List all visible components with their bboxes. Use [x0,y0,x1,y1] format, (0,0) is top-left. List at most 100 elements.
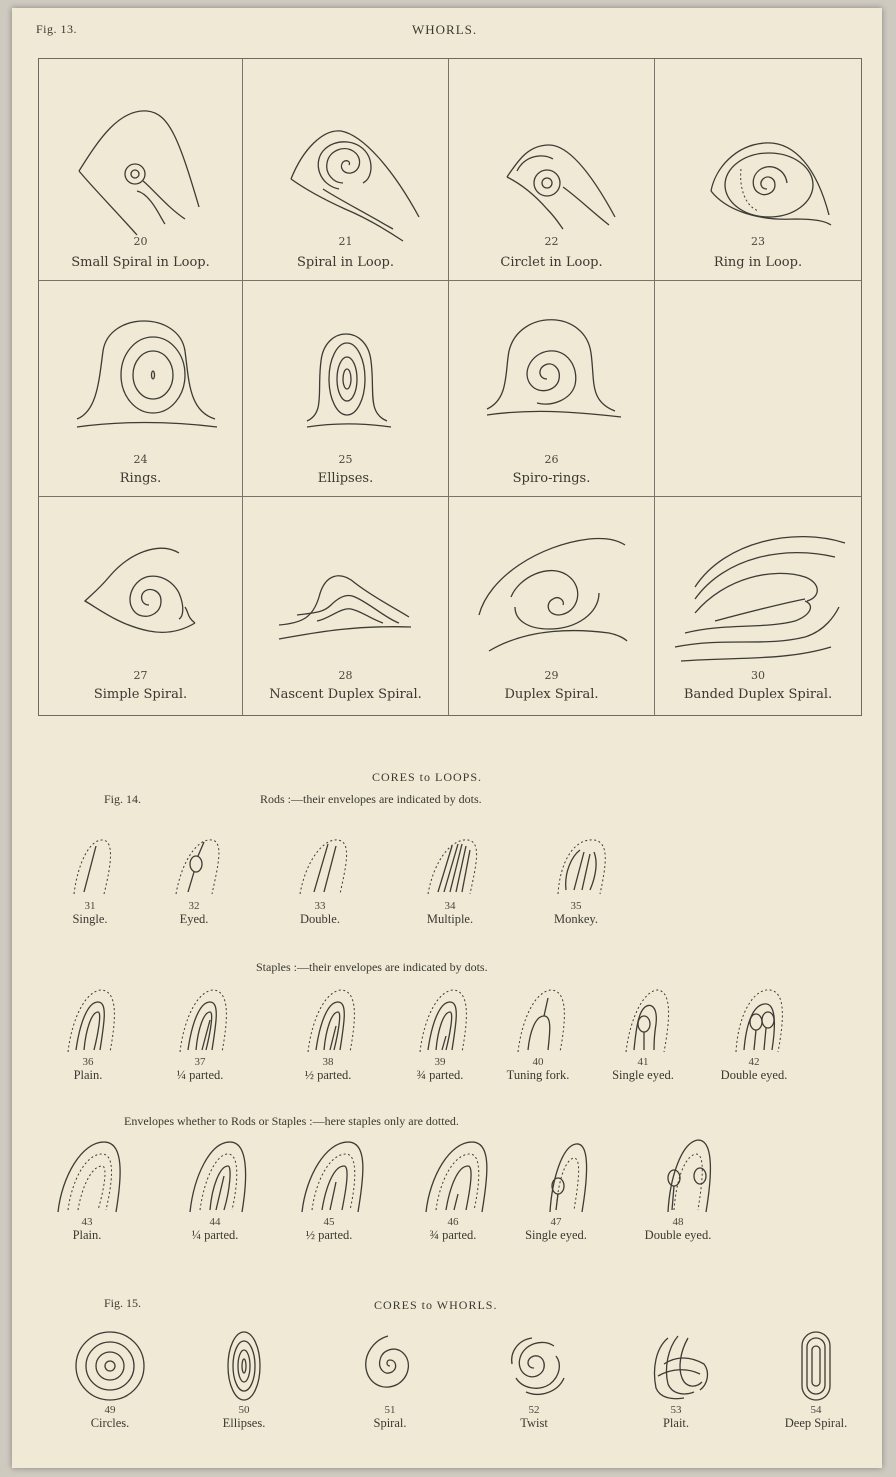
whorl-caption: Ring in Loop. [655,255,861,270]
rod-number: 32 [154,900,234,912]
whorl-core-item-54: 54 Deep Spiral. [768,1328,864,1431]
envelope-single-eyed-drawing [506,1136,606,1216]
duplex-spiral-drawing [449,497,655,715]
whorl-cell-28: 28 Nascent Duplex Spiral. [243,497,449,715]
whorl-cell-26: 26 Spiro-rings. [449,281,655,497]
staple-caption: Double eyed. [702,1068,806,1083]
rod-item-33: 33 Double. [280,832,360,927]
whorl-number: 27 [39,669,242,682]
whorl-cell-27: 27 Simple Spiral. [39,497,243,715]
staple-caption: Single eyed. [598,1068,688,1083]
whorl-number: 29 [449,669,654,682]
envelope-caption: ¼ parted. [170,1228,260,1243]
rod-multiple-drawing [408,832,492,900]
rod-double-drawing [280,832,360,900]
whorl-number: 30 [655,669,861,682]
staples-note: Staples :—their envelopes are indicated … [256,960,488,975]
whorl-number: 22 [449,235,654,248]
whorl-core-caption: Twist [486,1416,582,1431]
envelope-half-parted-drawing [284,1136,374,1216]
plait-drawing [628,1328,724,1404]
staple-number: 42 [702,1056,806,1068]
rod-number: 35 [534,900,618,912]
whorl-core-number: 49 [62,1404,158,1416]
whorl-cell-29: 29 Duplex Spiral. [449,497,655,715]
staple-caption: ½ parted. [286,1068,370,1083]
rod-item-35: 35 Monkey. [534,832,618,927]
envelope-quarter-parted-drawing [170,1136,260,1216]
whorl-core-number: 52 [486,1404,582,1416]
cores-to-whorls-title: CORES to WHORLS. [374,1298,497,1313]
twist-drawing [486,1328,582,1404]
whorl-cell-23: 23 Ring in Loop. [655,59,861,281]
staple-number: 41 [598,1056,688,1068]
rod-item-31: 31 Single. [50,832,130,927]
envelope-three-quarter-parted-drawing [408,1136,498,1216]
spiral-core-drawing [342,1328,438,1404]
circles-drawing [62,1328,158,1404]
staple-number: 37 [158,1056,242,1068]
rod-caption: Single. [50,912,130,927]
whorl-number: 21 [243,235,448,248]
staple-three-quarter-parted-drawing [398,984,482,1056]
rod-caption: Eyed. [154,912,234,927]
whorl-caption: Small Spiral in Loop. [39,255,242,270]
whorl-caption: Spiral in Loop. [243,255,448,270]
envelope-caption: Double eyed. [628,1228,728,1243]
whorl-core-item-53: 53 Plait. [628,1328,724,1431]
whorl-cell-25: 25 Ellipses. [243,281,449,497]
envelope-caption: ½ parted. [284,1228,374,1243]
envelope-item-45: 45 ½ parted. [284,1136,374,1243]
whorl-cell-20: 20 Small Spiral in Loop. [39,59,243,281]
staple-item-41: 41 Single eyed. [598,984,688,1083]
whorl-core-item-51: 51 Spiral. [342,1328,438,1431]
nascent-duplex-spiral-drawing [243,497,449,715]
whorl-core-number: 54 [768,1404,864,1416]
staple-item-42: 42 Double eyed. [702,984,806,1083]
envelope-number: 46 [408,1216,498,1228]
whorl-number: 24 [39,453,242,466]
staple-caption: Tuning fork. [488,1068,588,1083]
simple-spiral-drawing [39,497,243,715]
rod-number: 34 [408,900,492,912]
whorl-core-item-50: 50 Ellipses. [196,1328,292,1431]
staple-quarter-parted-drawing [158,984,242,1056]
staple-item-37: 37 ¼ parted. [158,984,242,1083]
envelope-number: 44 [170,1216,260,1228]
whorl-core-caption: Plait. [628,1416,724,1431]
fig15-number: Fig. 15. [104,1296,141,1311]
whorl-core-number: 50 [196,1404,292,1416]
envelope-caption: Single eyed. [506,1228,606,1243]
envelope-item-47: 47 Single eyed. [506,1136,606,1243]
rods-note: Rods :—their envelopes are indicated by … [260,792,482,807]
whorl-caption: Ellipses. [243,471,448,486]
whorl-cell-empty [655,281,861,497]
envelope-caption: Plain. [42,1228,132,1243]
staple-caption: ¼ parted. [158,1068,242,1083]
envelope-number: 45 [284,1216,374,1228]
staple-number: 40 [488,1056,588,1068]
staple-caption: ¾ parted. [398,1068,482,1083]
whorl-core-number: 53 [628,1404,724,1416]
whorl-number: 23 [655,235,861,248]
plate-page: Fig. 13. WHORLS. 20 Small Spiral in Loop… [12,8,882,1468]
whorl-caption: Simple Spiral. [39,687,242,702]
envelope-item-43: 43 Plain. [42,1136,132,1243]
whorl-number: 28 [243,669,448,682]
staple-single-eyed-drawing [598,984,688,1056]
rod-eyed-drawing [154,832,234,900]
staple-number: 36 [46,1056,130,1068]
whorl-core-item-49: 49 Circles. [62,1328,158,1431]
envelope-plain-drawing [42,1136,132,1216]
whorl-core-item-52: 52 Twist [486,1328,582,1431]
envelope-item-44: 44 ¼ parted. [170,1136,260,1243]
staple-item-38: 38 ½ parted. [286,984,370,1083]
whorl-core-caption: Ellipses. [196,1416,292,1431]
envelope-number: 43 [42,1216,132,1228]
whorl-cell-21: 21 Spiral in Loop. [243,59,449,281]
staple-half-parted-drawing [286,984,370,1056]
whorl-cell-30: 30 Banded Duplex Spiral. [655,497,861,715]
rod-monkey-drawing [534,832,618,900]
whorl-core-number: 51 [342,1404,438,1416]
whorl-core-caption: Spiral. [342,1416,438,1431]
